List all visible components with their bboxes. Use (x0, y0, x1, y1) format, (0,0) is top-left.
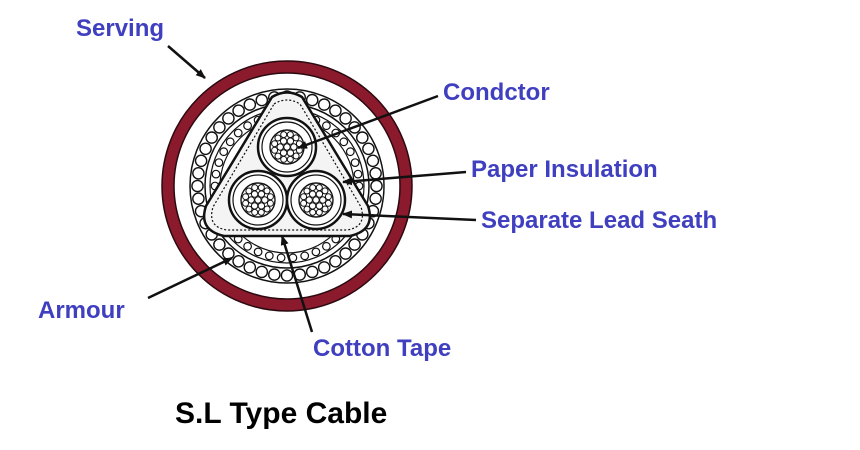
cable-cores (227, 116, 347, 231)
tape-bead (353, 169, 363, 179)
label-separate-lead-sheath: Separate Lead Seath (481, 207, 717, 234)
paper-insulation-arrow (342, 170, 467, 186)
armour-wire (199, 142, 212, 156)
lead-sheath-arrow (342, 210, 477, 222)
serving-arrow (167, 45, 206, 79)
armour-wire (213, 121, 226, 134)
armour-wire (355, 131, 369, 144)
armour-wire (255, 265, 269, 279)
armour-wire (339, 247, 352, 260)
armour-wire (280, 269, 294, 282)
tape-bead (339, 137, 349, 147)
armour-wire (305, 93, 319, 107)
tape-bead (322, 241, 331, 251)
tape-bead (211, 169, 221, 179)
armour-wire (191, 179, 204, 193)
armour-wire (243, 261, 257, 274)
armour-wire (317, 98, 331, 111)
paper-insulation (290, 174, 342, 226)
armour-wire (232, 104, 245, 117)
label-cotton-tape: Cotton Tape (313, 335, 451, 362)
tape-bead (276, 253, 286, 263)
tape-bead (243, 241, 253, 251)
core (227, 169, 289, 231)
armour-wire (243, 98, 257, 111)
label-armour: Armour (38, 297, 125, 324)
armour-wire (369, 192, 382, 205)
tape-bead (219, 147, 229, 157)
armour-wire (370, 179, 383, 193)
armour-wire (192, 166, 205, 180)
armour-wire (213, 238, 226, 251)
label-conductor: Condctor (443, 79, 550, 106)
core (256, 116, 318, 178)
label-serving: Serving (76, 15, 164, 42)
armour-wire (267, 268, 281, 281)
tape-bead (233, 128, 243, 138)
armour-arrow (147, 256, 233, 300)
armour-wire (255, 93, 269, 107)
armour-wire (339, 112, 352, 125)
tape-bead (243, 121, 253, 131)
armour-wire (366, 154, 380, 168)
paper-insulation (232, 174, 284, 226)
paper-insulation (261, 121, 313, 173)
armour-wire (205, 131, 218, 144)
conductor-arrow (297, 94, 439, 150)
tape-bead (322, 121, 331, 131)
tape-bead (214, 158, 224, 168)
diagram-caption: S.L Type Cable (175, 397, 387, 430)
tape-bead (311, 247, 321, 257)
label-paper-insulation: Paper Insulation (471, 156, 658, 183)
cotton-tape-arrow (280, 235, 314, 333)
armour-wire (232, 254, 245, 268)
tape-bead (253, 247, 263, 257)
armour-wire (222, 247, 235, 260)
armour-wire (192, 192, 205, 205)
armour-wire (329, 104, 342, 117)
core (285, 169, 347, 231)
tape-bead (300, 251, 310, 261)
armour-wire (362, 142, 375, 156)
armour-wire (194, 154, 208, 168)
armour-wire (305, 265, 319, 279)
armour-wire (329, 254, 342, 268)
armour-wire (348, 238, 361, 251)
tape-bead (345, 147, 355, 157)
tape-bead (350, 158, 360, 168)
armour-ring (189, 88, 385, 284)
tape-bead (225, 137, 235, 147)
armour-wire (317, 261, 331, 274)
armour-wire (222, 112, 235, 125)
tape-bead (264, 251, 274, 261)
armour-wire (369, 166, 382, 180)
triangular-belt-inner (211, 99, 363, 231)
